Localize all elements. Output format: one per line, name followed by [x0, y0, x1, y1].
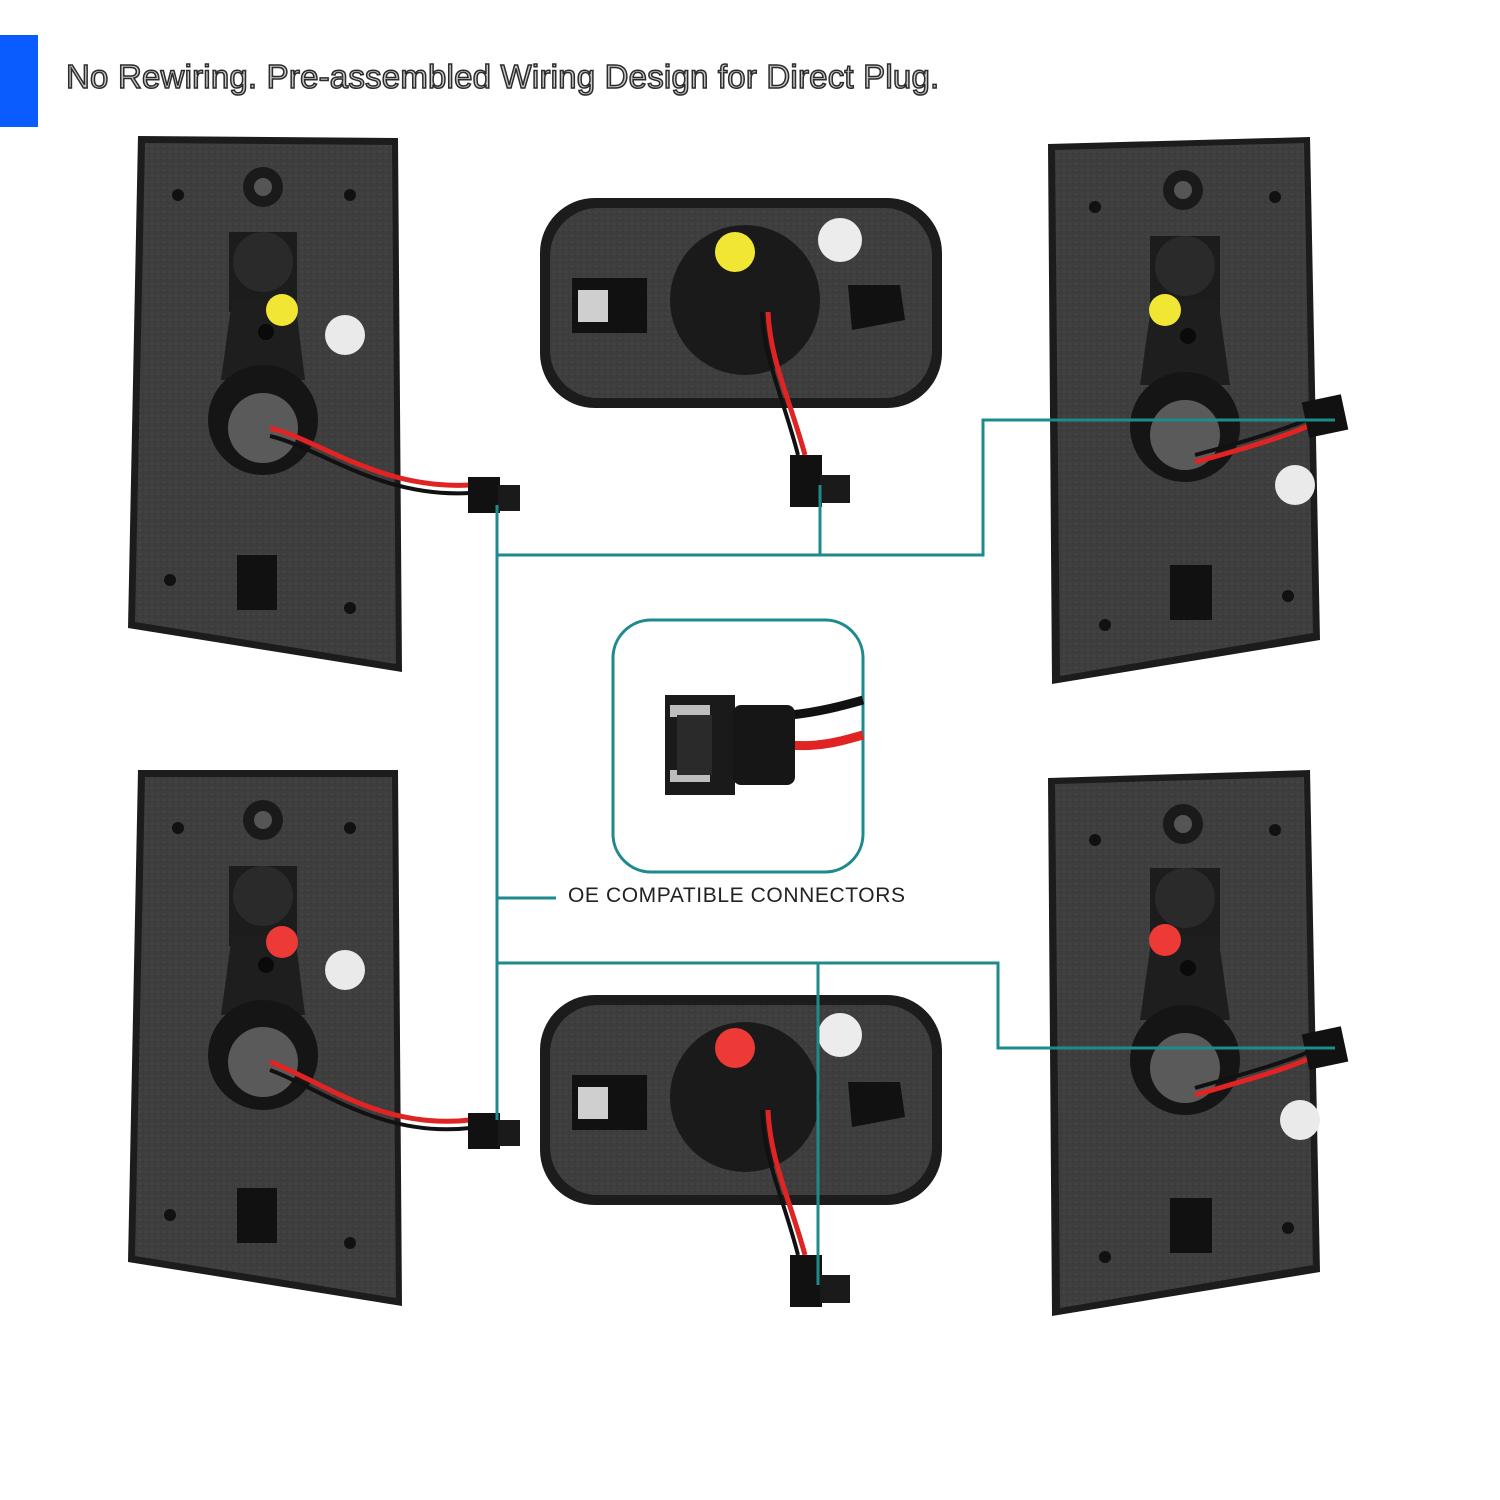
- marker-dot-yellow: [715, 232, 755, 272]
- marker-dot-red: [715, 1028, 755, 1068]
- marker-dot-red: [266, 926, 298, 958]
- light-center-top: [540, 198, 942, 507]
- callout-lines: [495, 418, 1335, 1285]
- connector-inset: [611, 618, 865, 874]
- marker-dot-yellow: [1149, 294, 1181, 326]
- wire-left-bottom: [269, 1059, 520, 1149]
- light-center-bottom: [540, 995, 942, 1307]
- wire-left-top: [269, 425, 520, 513]
- connector-callout-label: OE COMPATIBLE CONNECTORS: [568, 884, 906, 907]
- marker-dot-yellow: [266, 294, 298, 326]
- accent-bar: [0, 35, 38, 127]
- light-right-bottom: [1048, 770, 1320, 1316]
- light-left-bottom: [128, 770, 402, 1306]
- page-title: No Rewiring. Pre-assembled Wiring Design…: [65, 57, 940, 96]
- light-left-top: [128, 136, 402, 672]
- wire-right-top: [1194, 394, 1349, 465]
- light-right-top: [1048, 137, 1320, 684]
- marker-dot-red: [1149, 924, 1181, 956]
